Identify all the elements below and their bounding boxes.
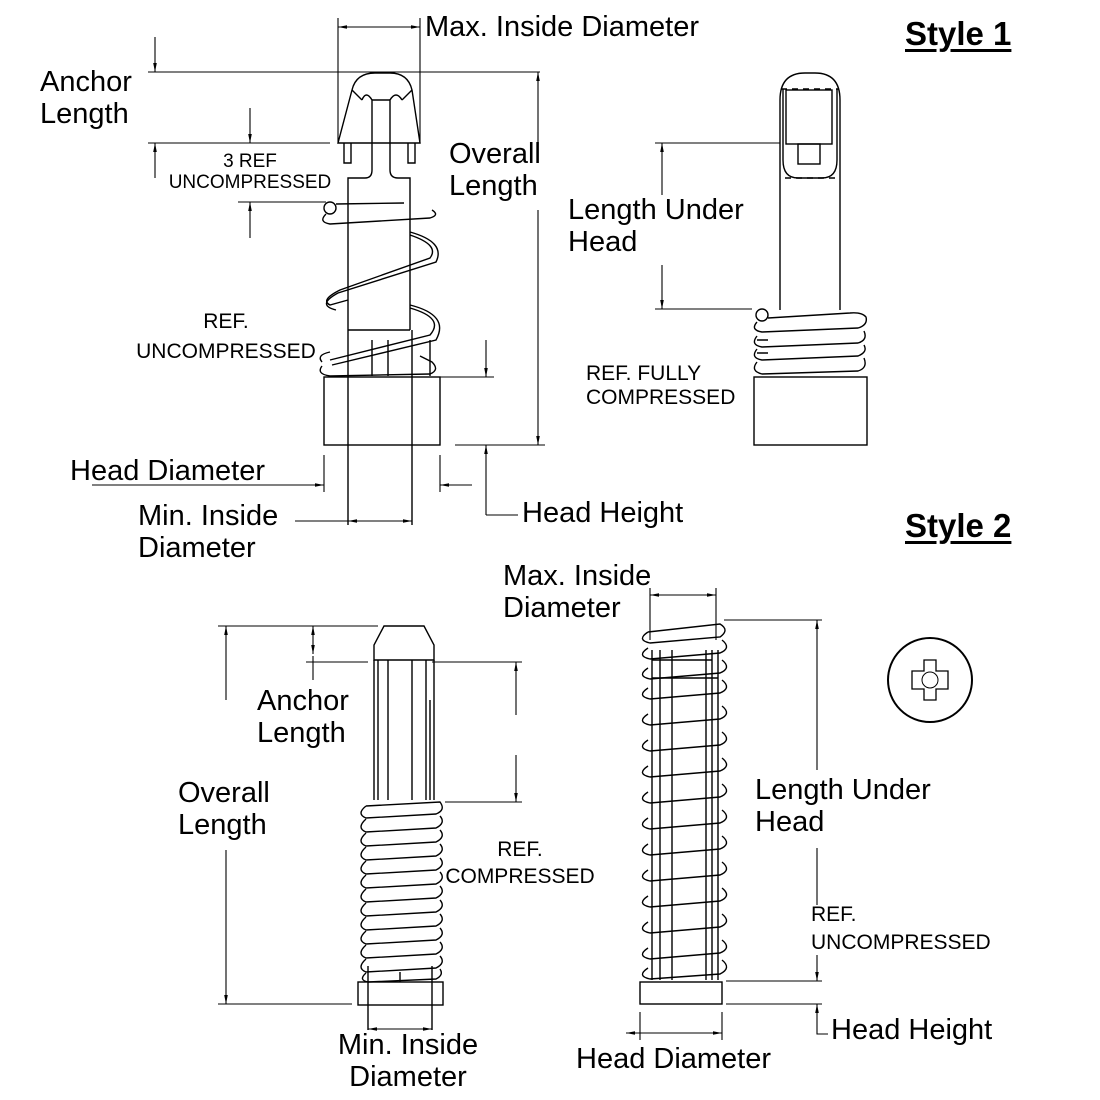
style2-max-inside-diameter-label: Max. Inside Diameter [503,560,652,625]
anchor-prongs [343,143,416,164]
phillips-head-top-view-icon [887,637,973,723]
style1-length-under-head-label: Length Under Head [568,194,744,259]
style1-max-inside-diameter-label: Max. Inside Diameter [425,11,699,43]
style1-overall-length-label: Overall Length [449,138,541,203]
style2-overall-length-label: Overall Length [178,777,270,842]
style1-ref-uncompressed-label: REF. UNCOMPRESSED [136,310,316,363]
style2-min-inside-diameter-label: Min. Inside Diameter [337,1029,479,1094]
style2-ref-compressed-label: REF. COMPRESSED [445,838,595,888]
style1-head-diameter-label: Head Diameter [70,455,266,487]
style2-head-diameter-label: Head Diameter [576,1043,772,1075]
style2-spacer-uncompressed [639,623,728,1005]
style2-length-under-head-label: Length Under Head [755,774,931,839]
anchor-cap [337,72,421,144]
spring-coils [319,201,441,377]
spring-coils-uncompressed [641,623,728,980]
style1-spacer-uncompressed [319,72,441,525]
style1-min-inside-diameter-label: Min. Inside Diameter [138,500,279,565]
style2-right-dimension-lines [626,588,828,1040]
style2-spacer-compressed [357,625,444,1030]
spring-coils-compressed [360,801,443,983]
style2-anchor-length-label: Anchor Length [257,685,349,750]
style1-right-dimension-lines [655,142,780,310]
style1-ref-fully-compressed-label: REF. FULLY COMPRESSED [586,362,736,409]
style2-title: Style 2 [905,507,1012,544]
spring-coils-compressed [753,308,868,375]
style2-left-dimension-lines [218,625,522,1031]
style1-spacer-compressed [753,72,868,446]
style1-3ref-uncompressed-label: 3 REF UNCOMPRESSED [168,151,332,194]
style2-ref-uncompressed-label: REF. UNCOMPRESSED [811,903,991,954]
style1-dimension-lines [92,18,545,523]
style1-anchor-length-label: Anchor Length [40,66,132,131]
spacer-head [323,376,441,446]
style1-head-height-label: Head Height [522,497,684,529]
style2-head-height-label: Head Height [831,1014,993,1046]
style1-title: Style 1 [905,15,1012,52]
